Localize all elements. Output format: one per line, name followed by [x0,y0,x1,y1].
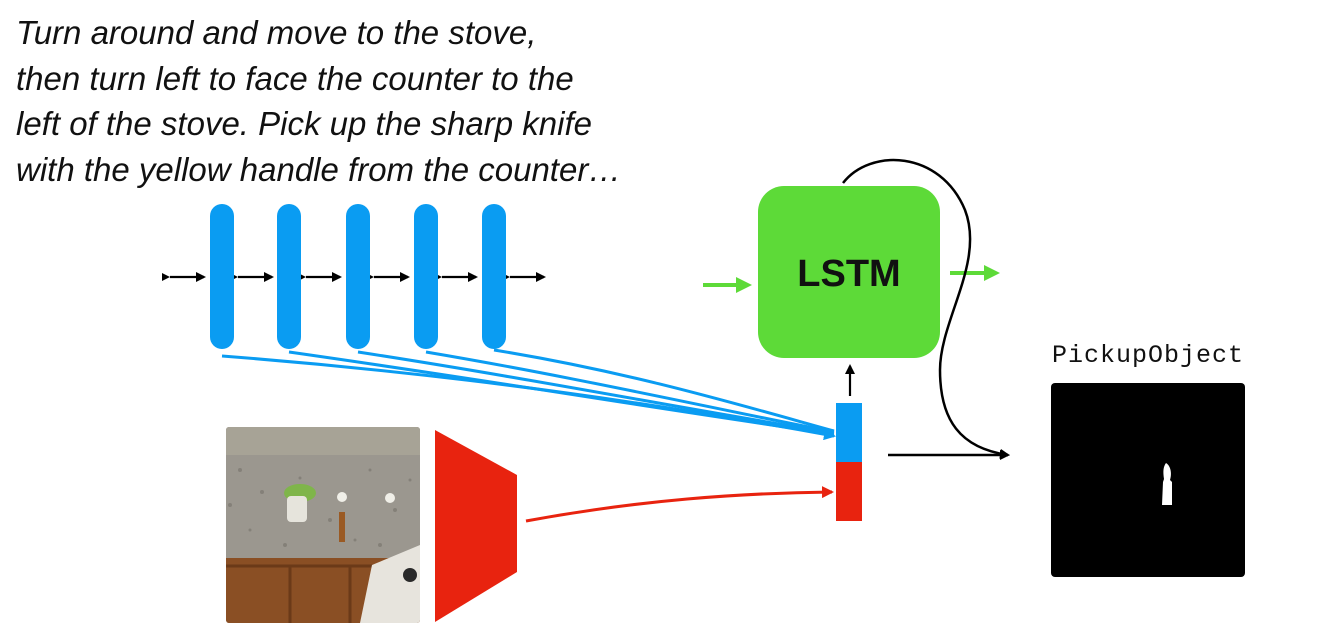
encoder-token-bar [346,204,370,349]
instruction-line: then turn left to face the counter to th… [16,59,574,97]
observation-frame [226,427,420,623]
instruction-line: left of the stove. Pick up the sharp kni… [16,105,592,142]
attention-curves [221,348,836,441]
visual-encoder [435,430,517,622]
lstm-block [758,186,940,358]
object-mask [1051,383,1245,577]
lstm-label: LSTM [797,253,900,295]
lstm-to-mask-arrow [842,158,1010,459]
language-encoder [210,204,506,349]
encoder-token-bar [277,204,301,349]
encoder-token-bar [414,204,438,349]
instruction-line: Turn around and move to the stove, [16,14,537,51]
knife-mask-shape [1162,463,1172,505]
instruction-line: with the yellow handle from the counter… [16,150,622,188]
action-label: PickupObject [1052,341,1244,370]
encoder-token-bar [482,204,506,349]
visual-feature-arrow [525,486,834,523]
encoder-token-bar [210,204,234,349]
visual-feature [836,462,862,521]
concatenated-feature-vector [836,403,862,521]
instruction-text: Turn around and move to the stove, then … [16,10,736,192]
language-feature [836,403,862,462]
